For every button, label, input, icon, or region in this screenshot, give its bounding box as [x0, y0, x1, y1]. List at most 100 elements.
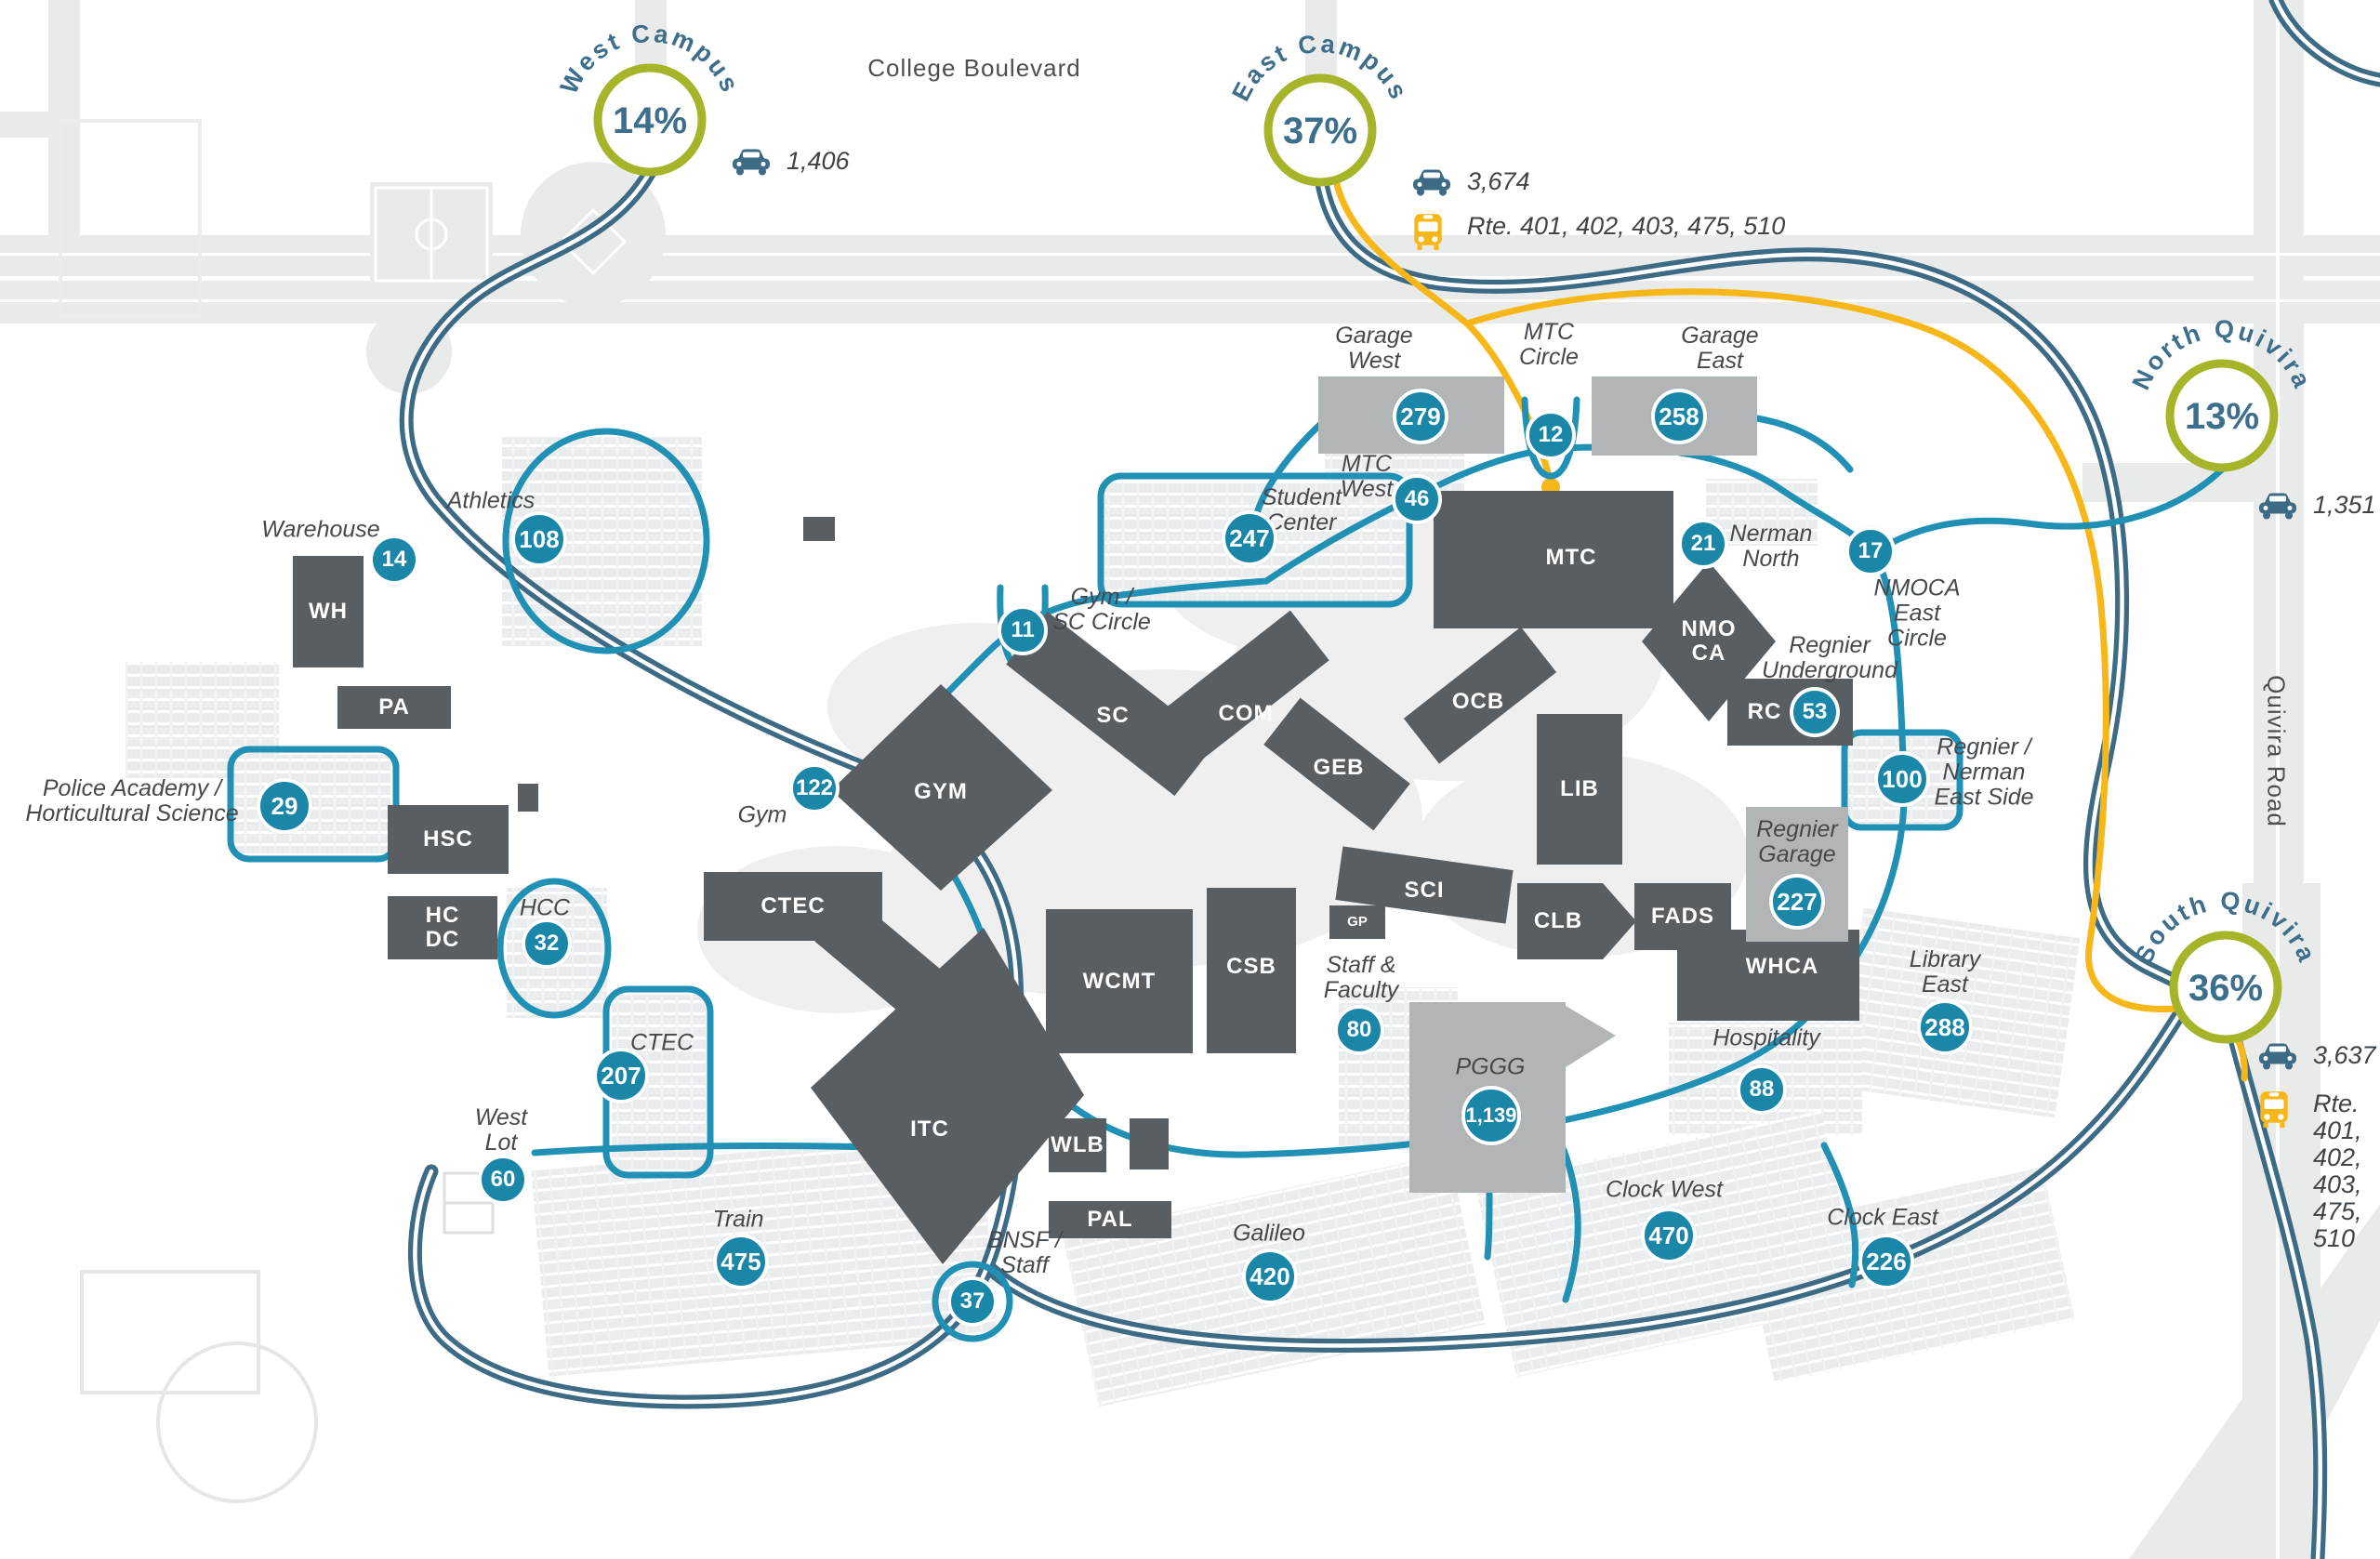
- road-gray: [635, 0, 667, 71]
- lot-label-train: Train: [712, 1206, 764, 1233]
- lot-label-bnsf-staff: BNSF /Staff: [986, 1227, 1063, 1278]
- lot-count-police-academy-horticultural-science: 29: [257, 778, 312, 834]
- campus-road: [1841, 729, 1964, 831]
- building-label-sc: SC: [1096, 703, 1130, 728]
- building-shape-annex: [518, 784, 538, 812]
- entrance-badge-east-campus: East Campus 37%: [1226, 30, 1411, 187]
- road-label-quivira-road: Quivira Road: [2262, 675, 2291, 827]
- garage-label-pggg: PGGG: [1455, 1053, 1526, 1080]
- lot-count-mtc-circle: 12: [1526, 410, 1576, 460]
- building-label-pal: PAL: [1087, 1207, 1133, 1232]
- building-shape-whca: [1677, 930, 1859, 1021]
- campus-road: [1560, 1146, 1581, 1303]
- building-label-pa: PA: [378, 694, 410, 720]
- lot-count-galileo: 420: [1242, 1249, 1298, 1304]
- lot-count-nerman-north: 21: [1678, 519, 1728, 569]
- entrance-stat-north-quivira-car: 1,351: [2257, 491, 2376, 520]
- lot-label-staff-faculty: Staff &Faculty: [1323, 952, 1399, 1003]
- entrance-badge-west-campus: West Campus 14%: [555, 20, 742, 177]
- campus-road: [1753, 415, 1854, 473]
- lot-label-athletics: Athletics: [446, 487, 536, 514]
- main-road-divider: [403, 169, 872, 773]
- garage-count-garage-west: 279: [1393, 389, 1448, 444]
- building-label-clb: CLB: [1533, 908, 1583, 933]
- lot-count-staff-faculty: 80: [1334, 1005, 1384, 1055]
- entrance-stat-text: Rte. 401, 402, 403, 475, 510: [1467, 212, 1786, 240]
- road-gray: [0, 112, 48, 138]
- entrance-badge-ring: [2165, 359, 2279, 472]
- building-shape-annex: [1130, 1118, 1169, 1169]
- lot-count-bnsf-staff: 37: [947, 1276, 998, 1327]
- building-shape-csb: [1207, 888, 1296, 1053]
- building-label-wh: WH: [309, 599, 348, 624]
- lot-label-hcc: HCC: [519, 894, 571, 921]
- entrance-badge-percent: 13%: [2185, 396, 2259, 437]
- garage-count-garage-east: 258: [1651, 389, 1707, 444]
- lot-count-library-east: 288: [1917, 999, 1973, 1055]
- main-road-divider: [413, 767, 1021, 1405]
- entrance-badge-ring: [1263, 73, 1377, 187]
- building-shape-pa: [337, 686, 451, 729]
- building-shape-annex: [803, 517, 835, 541]
- building-label-hsc: HSC: [423, 826, 473, 852]
- campus-road: [1253, 416, 1329, 517]
- lot-label-clock-east: Clock East: [1827, 1204, 1938, 1231]
- building-label-com: COM: [1218, 701, 1274, 726]
- bus-icon: [2257, 1090, 2300, 1129]
- building-shape-pal: [1049, 1201, 1171, 1238]
- lot-label-warehouse: Warehouse: [261, 516, 380, 543]
- road-gray: [1305, 0, 1337, 78]
- entrance-stat-south-quivira-car: 3,637: [2257, 1041, 2376, 1070]
- building-shape-com: [1144, 610, 1329, 775]
- entrance-badge-south-quivira: South Quivira 36%: [2130, 887, 2319, 1044]
- entrance-stat-east-campus-bus: Rte. 401, 402, 403, 475, 510: [1411, 212, 1785, 251]
- campus-road: [1820, 1142, 1859, 1288]
- building-shape-ocb: [1403, 627, 1557, 764]
- garage-count-pggg: 1,139: [1461, 1086, 1521, 1145]
- main-road-divider: [2232, 1037, 2322, 1559]
- building-shape-clb: [1517, 883, 1636, 959]
- lot-count-clock-east: 226: [1858, 1234, 1914, 1289]
- building-label-whca: WHCA: [1745, 954, 1819, 979]
- building-label-ocb: OCB: [1451, 689, 1505, 714]
- lot-count-clock-west: 470: [1641, 1208, 1697, 1263]
- entrance-stat-text: 1,406: [787, 147, 850, 175]
- building-label-lib: LIB: [1560, 776, 1599, 801]
- lot-label-clock-west: Clock West: [1606, 1176, 1723, 1203]
- campus-road: [932, 1261, 1013, 1342]
- building-label-gym: GYM: [914, 779, 968, 804]
- campus-road: [502, 428, 710, 654]
- lot-count-student-center: 247: [1222, 510, 1277, 566]
- entrance-stat-text: Rte.401,402,403,475,510: [2313, 1090, 2362, 1252]
- lot-label-ctec-lot: CTEC: [629, 1029, 694, 1056]
- building-shape-wh: [293, 556, 364, 667]
- lot-count-regnier-underground: 53: [1790, 687, 1840, 737]
- main-road-divider: [2273, 0, 2380, 83]
- building-label-geb: GEB: [1313, 755, 1365, 780]
- entrance-badge-percent: 37%: [1283, 111, 1357, 152]
- main-road-divider: [985, 990, 2197, 1348]
- lot-count-train: 475: [713, 1234, 769, 1289]
- building-label-fads: FADS: [1650, 904, 1715, 929]
- lot-count-gym: 122: [789, 763, 840, 813]
- lot-count-nmoca-east-circle: 17: [1845, 526, 1896, 576]
- road-gray: [2129, 1204, 2380, 1559]
- lot-count-warehouse: 14: [369, 535, 419, 585]
- car-icon: [2257, 491, 2300, 520]
- building-label-csb: CSB: [1226, 954, 1276, 979]
- car-icon: [731, 147, 774, 176]
- car-icon: [2257, 1041, 2300, 1070]
- building-shape-hcdc: [388, 896, 497, 959]
- building-label-mtc: MTC: [1545, 545, 1597, 570]
- building-label-ctec: CTEC: [760, 893, 826, 918]
- campus-road: [496, 878, 612, 1019]
- campus-road: [1097, 472, 1413, 608]
